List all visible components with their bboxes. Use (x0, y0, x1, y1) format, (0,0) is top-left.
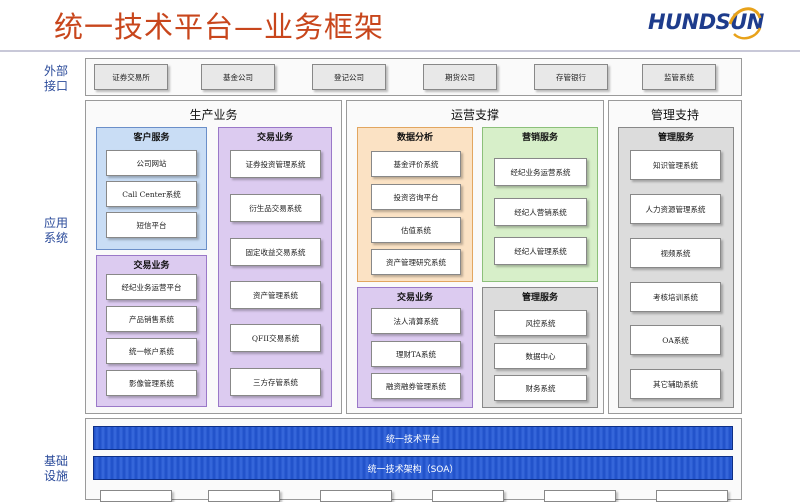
marketing-service-group: 营销服务 经纪业务运营系统 经纪人营销系统 经纪人管理系统 (482, 127, 598, 282)
list-item[interactable]: QFII交易系统 (230, 324, 321, 352)
unified-platform-bar[interactable]: 统一技术平台 (93, 426, 733, 450)
marketing-service-title: 营销服务 (521, 133, 558, 143)
list-item[interactable]: 法人清算系统 (371, 308, 461, 334)
base-component-box (208, 490, 280, 502)
logo-text: HUNDSUN (648, 10, 764, 34)
list-item[interactable]: 统一帐户系统 (106, 338, 197, 364)
trading-group-right: 交易业务 证券投资管理系统 衍生品交易系统 固定收益交易系统 资产管理系统 QF… (218, 127, 332, 407)
page-title: 统一技术平台—业务框架 (54, 10, 385, 44)
list-item[interactable]: 资产管理系统 (230, 281, 321, 309)
hundsun-logo: HUNDSUN (648, 4, 764, 44)
external-interface-item[interactable]: 登记公司 (312, 64, 386, 90)
list-item[interactable]: Call Center系统 (106, 181, 197, 207)
operations-title: 运营支撑 (450, 108, 499, 122)
list-item[interactable]: 短信平台 (106, 212, 197, 238)
list-item[interactable]: 基金评价系统 (371, 151, 461, 177)
list-item[interactable]: 知识管理系统 (630, 150, 721, 180)
operations-management-title: 管理服务 (521, 293, 558, 303)
side-label-base: 基础设施 (43, 454, 68, 483)
production-panel: 生产业务 客户服务 公司网站 Call Center系统 短信平台 交易业务 经… (85, 100, 342, 414)
support-management-group: 管理服务 知识管理系统 人力资源管理系统 视频系统 考核培训系统 OA系统 其它… (618, 127, 734, 408)
external-interface-item[interactable]: 期货公司 (423, 64, 497, 90)
operations-trading-title: 交易业务 (396, 293, 433, 303)
list-item[interactable]: OA系统 (630, 325, 721, 355)
external-interface-item[interactable]: 基金公司 (201, 64, 275, 90)
list-item[interactable]: 估值系统 (371, 217, 461, 243)
support-panel: 管理支持 管理服务 知识管理系统 人力资源管理系统 视频系统 考核培训系统 OA… (608, 100, 742, 414)
operations-panel: 运营支撑 数据分析 基金评价系统 投资咨询平台 估值系统 资产管理研究系统 营销… (346, 100, 604, 414)
title-divider (0, 50, 800, 52)
list-item[interactable]: 衍生品交易系统 (230, 194, 321, 222)
list-item[interactable]: 其它辅助系统 (630, 369, 721, 399)
list-item[interactable]: 影像管理系统 (106, 370, 197, 396)
unified-architecture-bar[interactable]: 统一技术架构（SOA） (93, 456, 733, 480)
list-item[interactable]: 视频系统 (630, 238, 721, 268)
base-component-box (656, 490, 728, 502)
support-title: 管理支持 (650, 108, 699, 122)
customer-service-group: 客户服务 公司网站 Call Center系统 短信平台 (96, 127, 207, 250)
list-item[interactable]: 经纪业务运营平台 (106, 274, 197, 300)
list-item[interactable]: 资产管理研究系统 (371, 249, 461, 275)
base-component-box (100, 490, 172, 502)
base-component-box (320, 490, 392, 502)
list-item[interactable]: 财务系统 (494, 375, 587, 401)
support-management-title: 管理服务 (657, 133, 694, 143)
external-interface-panel: 证券交易所 基金公司 登记公司 期货公司 存管银行 监管系统 (85, 58, 742, 96)
trading-group-left: 交易业务 经纪业务运营平台 产品销售系统 统一帐户系统 影像管理系统 (96, 255, 207, 407)
data-analysis-group: 数据分析 基金评价系统 投资咨询平台 估值系统 资产管理研究系统 (357, 127, 473, 282)
list-item[interactable]: 经纪人管理系统 (494, 237, 587, 265)
list-item[interactable]: 人力资源管理系统 (630, 194, 721, 224)
side-label-application: 应用系统 (43, 216, 68, 245)
trading-left-title: 交易业务 (133, 261, 170, 271)
base-component-box (432, 490, 504, 502)
list-item[interactable]: 产品销售系统 (106, 306, 197, 332)
list-item[interactable]: 公司网站 (106, 150, 197, 176)
external-interface-item[interactable]: 存管银行 (534, 64, 608, 90)
list-item[interactable]: 证券投资管理系统 (230, 150, 321, 178)
external-interface-item[interactable]: 证券交易所 (94, 64, 168, 90)
external-interface-item[interactable]: 监管系统 (642, 64, 716, 90)
list-item[interactable]: 投资咨询平台 (371, 184, 461, 210)
list-item[interactable]: 考核培训系统 (630, 282, 721, 312)
list-item[interactable]: 固定收益交易系统 (230, 238, 321, 266)
list-item[interactable]: 数据中心 (494, 343, 587, 369)
list-item[interactable]: 三方存管系统 (230, 368, 321, 396)
list-item[interactable]: 经纪人营销系统 (494, 198, 587, 226)
base-component-row (96, 490, 736, 502)
production-title: 生产业务 (189, 108, 238, 122)
operations-management-group: 管理服务 风控系统 数据中心 财务系统 (482, 287, 598, 408)
list-item[interactable]: 融资融券管理系统 (371, 373, 461, 399)
logo-swoosh-icon (728, 7, 762, 40)
list-item[interactable]: 理财TA系统 (371, 341, 461, 367)
data-analysis-title: 数据分析 (396, 133, 433, 143)
side-label-external: 外部接口 (43, 64, 68, 93)
trading-right-title: 交易业务 (256, 133, 293, 143)
customer-service-title: 客户服务 (133, 133, 170, 143)
operations-trading-group: 交易业务 法人清算系统 理财TA系统 融资融券管理系统 (357, 287, 473, 408)
list-item[interactable]: 风控系统 (494, 310, 587, 336)
base-component-box (544, 490, 616, 502)
list-item[interactable]: 经纪业务运营系统 (494, 158, 587, 186)
